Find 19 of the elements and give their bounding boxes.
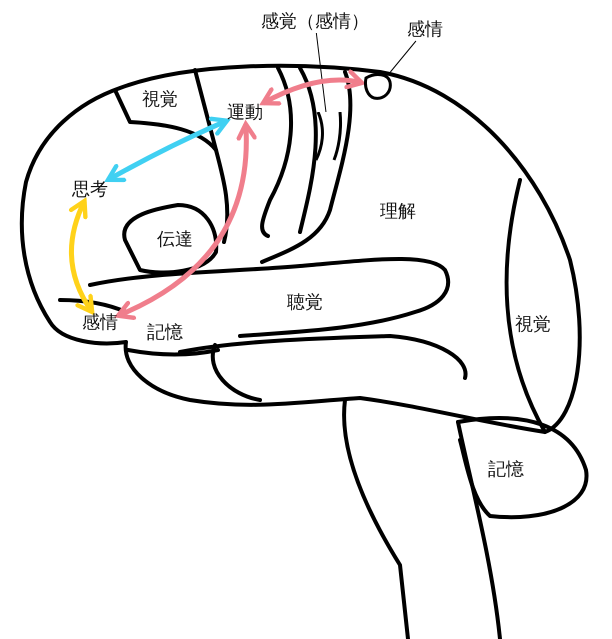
region-label: 聴覚 [287, 292, 323, 314]
brain-region [362, 72, 394, 102]
region-label: 理解 [380, 201, 416, 223]
region-label: 運動 [227, 102, 263, 124]
leader-line [390, 40, 416, 72]
region-label: 記憶 [488, 459, 524, 481]
region-label: 視覚 [515, 314, 551, 336]
double-arrow [69, 198, 94, 314]
callout-label: 感情 [407, 19, 443, 41]
double-arrow [106, 116, 230, 182]
callout-label: 感覚（感情） [261, 11, 369, 33]
region-label: 伝達 [157, 229, 193, 251]
region-label: 記憶 [147, 322, 183, 344]
region-label: 視覚 [142, 89, 178, 111]
region-label: 感情 [82, 312, 118, 334]
double-arrow [260, 70, 364, 106]
double-arrow [116, 122, 256, 320]
leader-line [316, 32, 326, 112]
region-label: 思考 [72, 179, 108, 201]
